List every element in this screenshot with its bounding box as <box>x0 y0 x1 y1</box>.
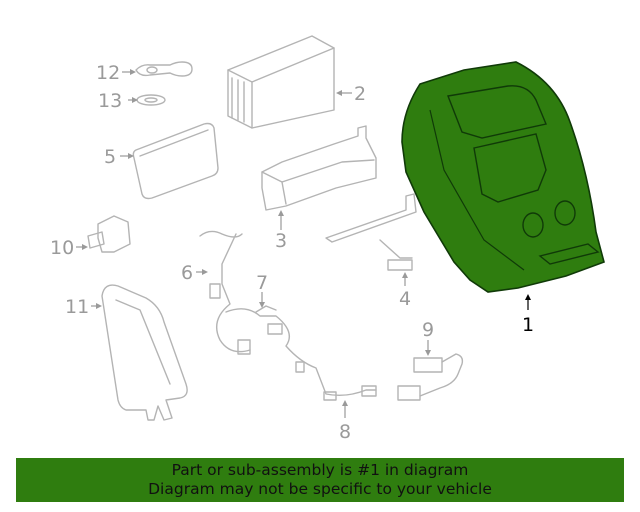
callout-8: 8 <box>339 421 351 443</box>
callout-10: 10 <box>50 237 74 259</box>
callout-13: 13 <box>98 90 122 112</box>
parts-diagram: 12 13 2 5 3 10 6 7 4 11 9 8 1 <box>50 35 605 443</box>
callout-1: 1 <box>522 314 534 336</box>
callout-5: 5 <box>104 146 116 168</box>
callout-11: 11 <box>65 296 89 318</box>
part-6-harness <box>199 230 377 401</box>
callout-12: 12 <box>96 62 120 84</box>
part-9-connector <box>397 353 464 401</box>
part-13 <box>136 94 166 106</box>
part-3 <box>261 125 377 211</box>
part-2 <box>227 35 335 129</box>
banner-line-1: Part or sub-assembly is #1 in diagram <box>171 461 469 479</box>
callout-2: 2 <box>354 83 366 105</box>
callout-3: 3 <box>275 230 287 252</box>
callout-6: 6 <box>181 262 193 284</box>
part-10 <box>87 215 131 253</box>
part-11 <box>101 284 188 421</box>
callout-7: 7 <box>256 272 268 294</box>
leader-lines <box>76 69 531 418</box>
callout-4: 4 <box>399 288 411 310</box>
part-1-console <box>401 61 605 293</box>
callout-9: 9 <box>422 319 434 341</box>
part-4 <box>325 193 417 271</box>
banner-line-2: Diagram may not be specific to your vehi… <box>148 480 492 498</box>
info-banner: Part or sub-assembly is #1 in diagram Di… <box>16 458 624 502</box>
part-12 <box>135 61 193 77</box>
part-5 <box>132 122 219 200</box>
